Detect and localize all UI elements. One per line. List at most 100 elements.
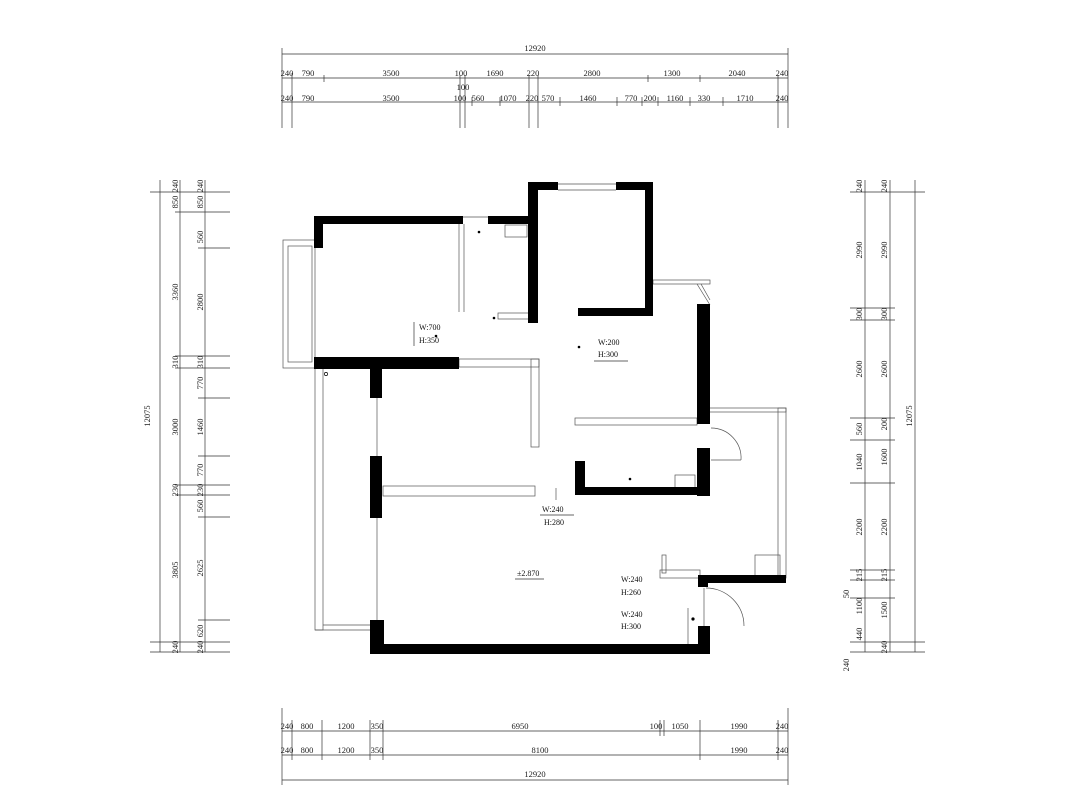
opening-3-height: H:280 <box>544 518 564 527</box>
left-outer-1: 240 <box>170 180 180 193</box>
right-inner-2: 2990 <box>879 242 889 259</box>
top-dim-1-1: 240 <box>281 68 294 78</box>
opening-2-width: W:200 <box>598 338 619 347</box>
right-outer-8: 215 <box>854 569 864 582</box>
opening-5-height: H:300 <box>621 622 641 631</box>
left-inner-2: 850 <box>195 196 205 209</box>
right-inner-1: 240 <box>879 180 889 193</box>
right-inner-9: 1500 <box>879 602 889 619</box>
right-outer-2: 2990 <box>854 242 864 259</box>
opening-5-width: W:240 <box>621 610 642 619</box>
left-inner-3: 560 <box>195 231 205 244</box>
right-inner-4: 2600 <box>879 361 889 378</box>
top-dim-2-12: 1160 <box>667 93 684 103</box>
bottom-dim-2-7: 240 <box>776 745 789 755</box>
right-inner-7: 2200 <box>879 519 889 536</box>
top-dim-1-5: 1690 <box>487 68 504 78</box>
top-dim-2-8: 570 <box>542 93 555 103</box>
bottom-total-dim: 12920 <box>524 769 545 779</box>
top-dim-2-15: 240 <box>776 93 789 103</box>
right-outer-11: 440 <box>854 628 864 641</box>
left-inner-6: 770 <box>195 377 205 390</box>
bottom-dim-1-8: 1990 <box>731 721 748 731</box>
left-outer-6: 230 <box>170 484 180 497</box>
right-outer-6: 1040 <box>854 454 864 471</box>
level-mark: ±2.870 <box>517 569 539 578</box>
right-inner-6: 1600 <box>879 449 889 466</box>
bottom-dim-2-4: 350 <box>371 745 384 755</box>
opening-4-width: W:240 <box>621 575 642 584</box>
right-outer-5: 560 <box>854 423 864 436</box>
opening-1-width: W:700 <box>419 323 440 332</box>
top-dim-2-5: 560 <box>472 93 485 103</box>
right-outer-4: 2600 <box>854 361 864 378</box>
top-dim-2-1: 240 <box>281 93 294 103</box>
top-dim-1-9: 2040 <box>729 68 746 78</box>
right-inner-3: 300 <box>879 308 889 321</box>
top-dim-2-9: 1460 <box>580 93 597 103</box>
right-inner-10: 240 <box>879 641 889 654</box>
bottom-dim-2-6: 1990 <box>731 745 748 755</box>
left-inner-10: 560 <box>195 500 205 513</box>
left-inner-12: 620 <box>195 625 205 638</box>
bottom-dim-2-3: 1200 <box>338 745 355 755</box>
opening-4-height: H:260 <box>621 588 641 597</box>
left-outer-5: 3000 <box>170 419 180 436</box>
left-outer-2: 850 <box>170 196 180 209</box>
bottom-dim-2-2: 800 <box>301 745 314 755</box>
top-dim-1-8: 1300 <box>664 68 681 78</box>
bottom-dim-1-4: 350 <box>371 721 384 731</box>
bottom-dimension-chain: 240 800 1200 350 6950 100 1050 1990 240 … <box>281 708 789 785</box>
left-inner-11: 2625 <box>195 560 205 577</box>
left-inner-1: 240 <box>195 180 205 193</box>
top-dim-2-11: 200 <box>644 93 657 103</box>
top-dim-1-4: 100 <box>455 68 468 78</box>
right-outer-12: 240 <box>841 659 851 672</box>
top-dim-2-14: 1710 <box>737 93 754 103</box>
right-outer-3: 300 <box>854 308 864 321</box>
top-dim-2-3: 3500 <box>383 93 400 103</box>
bottom-dim-1-6: 100 <box>650 721 663 731</box>
left-inner-7: 1460 <box>195 419 205 436</box>
bottom-dim-1-9: 240 <box>776 721 789 731</box>
bottom-dim-2-1: 240 <box>281 745 294 755</box>
left-outer-8: 240 <box>170 641 180 654</box>
bottom-dim-1-7: 1050 <box>672 721 689 731</box>
top-dim-1-7: 2800 <box>584 68 601 78</box>
opening-1-height: H:350 <box>419 336 439 345</box>
left-inner-5: 310 <box>195 356 205 369</box>
left-dimension-chain: 12075 240 850 3360 310 3000 230 3805 240… <box>142 180 230 654</box>
right-inner-5: 200 <box>879 418 889 431</box>
bottom-dim-1-2: 800 <box>301 721 314 731</box>
top-dim-1-10: 240 <box>776 68 789 78</box>
top-dim-1-2: 790 <box>302 68 315 78</box>
left-outer-3: 3360 <box>170 284 180 301</box>
left-total-dim: 12075 <box>142 405 152 426</box>
right-dimension-chain: 12075 240 2990 300 2600 560 1040 2200 21… <box>841 180 925 672</box>
top-dim-1-3: 3500 <box>383 68 400 78</box>
opening-3-width: W:240 <box>542 505 563 514</box>
left-outer-7: 3805 <box>170 562 180 579</box>
top-dim-2-7: 220 <box>526 93 539 103</box>
bottom-dim-2-5: 8100 <box>532 745 549 755</box>
bottom-dim-1-5: 6950 <box>512 721 529 731</box>
bottom-dim-1-1: 240 <box>281 721 294 731</box>
top-dim-1-6: 220 <box>527 68 540 78</box>
right-inner-8: 215 <box>879 569 889 582</box>
top-dim-2-6: 1070 <box>500 93 517 103</box>
top-dim-2-2: 790 <box>302 93 315 103</box>
opening-2-height: H:300 <box>598 350 618 359</box>
right-total-dim: 12075 <box>904 405 914 426</box>
right-outer-10: 1100 <box>854 598 864 615</box>
top-dim-sub: 100 <box>457 82 470 92</box>
bottom-dim-1-3: 1200 <box>338 721 355 731</box>
top-dimension-chain: 12920 240 790 3500 100 1690 220 2800 130… <box>281 43 789 128</box>
left-outer-4: 310 <box>170 356 180 369</box>
top-dim-2-4: 100 <box>454 93 467 103</box>
left-inner-8: 770 <box>195 464 205 477</box>
right-outer-1: 240 <box>854 180 864 193</box>
walls <box>314 182 786 654</box>
left-inner-13: 240 <box>195 641 205 654</box>
top-dim-2-10: 770 <box>625 93 638 103</box>
